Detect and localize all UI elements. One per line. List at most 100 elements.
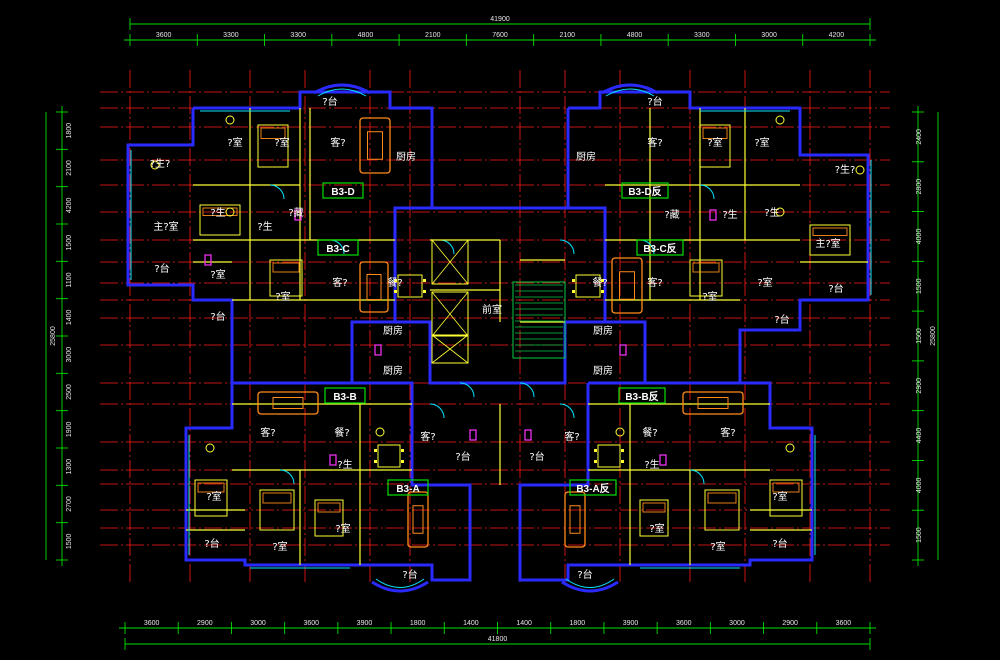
bed xyxy=(269,259,303,297)
room-label-balcony: ?台 xyxy=(647,95,662,108)
bed-pillow xyxy=(197,482,225,493)
sanitary-fixture xyxy=(150,160,160,170)
dimension-value: 2800 xyxy=(916,179,923,195)
dimension-value: 7600 xyxy=(492,32,508,39)
elevator-cross xyxy=(431,239,469,285)
dimension-value: 1800 xyxy=(410,620,426,627)
dimension-value: 1400 xyxy=(463,620,479,627)
unit-tag: B3-A xyxy=(396,484,419,495)
chair xyxy=(594,449,597,452)
unit-tag-box xyxy=(317,239,359,256)
unit-tag-box xyxy=(618,387,666,404)
bed-pillow xyxy=(260,127,286,139)
door-swing xyxy=(429,403,445,419)
room-label-balcony: ?台 xyxy=(455,450,470,463)
furniture-layer xyxy=(150,115,865,548)
dimension-value: 2100 xyxy=(66,160,73,176)
dimension-value: 2900 xyxy=(782,620,798,627)
chair xyxy=(394,290,397,293)
dimension-value: 1500 xyxy=(916,328,923,344)
door-swing xyxy=(279,469,295,485)
chair xyxy=(621,449,624,452)
room-label-balcony: ?台 xyxy=(154,262,169,275)
unit-tag: B3-B xyxy=(333,392,356,403)
sofa xyxy=(257,391,319,415)
bay-window-arc xyxy=(313,83,371,95)
room-label-kitchen: 厨房 xyxy=(593,324,613,337)
room-label-dining: 餐? xyxy=(642,426,657,439)
room-label-kitchen: 厨房 xyxy=(383,364,403,377)
unit-tag: B3-C xyxy=(326,244,349,255)
chair xyxy=(394,279,397,282)
door-swing xyxy=(269,184,285,200)
dimension-value: 3600 xyxy=(676,620,692,627)
room-label-bedroom: ?室 xyxy=(335,522,350,535)
room-label-kitchen: 厨房 xyxy=(383,324,403,337)
room-label-bath: ?生? xyxy=(835,163,856,176)
dimension-total: 41800 xyxy=(488,636,508,643)
bed xyxy=(257,124,289,168)
dimension-value: 3600 xyxy=(156,32,172,39)
chair xyxy=(374,449,377,452)
bay-window-arc xyxy=(601,83,659,95)
bed xyxy=(639,499,669,537)
room-label-storage: ?藏 xyxy=(288,207,303,219)
chair xyxy=(423,290,426,293)
dimension-value: 3600 xyxy=(836,620,852,627)
sanitary-fixture xyxy=(615,427,625,437)
sofa xyxy=(564,491,586,548)
exterior-wall xyxy=(184,381,472,582)
elevator-shaft xyxy=(431,239,469,285)
dimension-value: 1400 xyxy=(66,309,73,325)
room-label-living: 客? xyxy=(720,426,735,439)
door-swing xyxy=(699,184,715,200)
bed xyxy=(769,479,803,517)
room-label-bath-short: ?生 xyxy=(722,208,737,221)
dimension-value: 3300 xyxy=(290,32,306,39)
dimension-value: 4000 xyxy=(916,229,923,245)
elevator-cross xyxy=(431,334,469,364)
room-label-balcony: ?台 xyxy=(772,537,787,550)
dimension-value: 1500 xyxy=(66,533,73,549)
room-label-bedroom: ?室 xyxy=(707,136,722,149)
unit-tag-box xyxy=(621,182,669,199)
dimension-value: 2500 xyxy=(66,384,73,400)
sofa xyxy=(359,261,389,313)
dimension-value: 1300 xyxy=(66,459,73,475)
dimension-value: 1500 xyxy=(916,278,923,294)
accent-fixture xyxy=(524,429,532,441)
room-label-master-bedroom: 主?室 xyxy=(153,220,178,233)
room-label-bedroom: ?室 xyxy=(757,276,772,289)
dimension-value: 3600 xyxy=(144,620,160,627)
bay-window-glass xyxy=(605,88,655,97)
dimension-value: 4200 xyxy=(829,32,845,39)
room-label-bedroom: ?室 xyxy=(210,268,225,281)
dimension-total: 41900 xyxy=(490,16,510,23)
interior-partitions xyxy=(130,108,872,569)
door-swing xyxy=(559,403,575,419)
room-label-bedroom: ?室 xyxy=(710,540,725,553)
room-label-dining: 餐? xyxy=(592,276,607,289)
dimension-value: 2400 xyxy=(916,129,923,145)
door-swing xyxy=(519,382,535,398)
door-swing xyxy=(459,382,475,398)
room-label-kitchen: 厨房 xyxy=(396,150,416,163)
dimension-value: 1500 xyxy=(916,527,923,543)
bed xyxy=(809,224,851,256)
bed-pillow xyxy=(317,502,341,513)
room-label-living: 客? xyxy=(564,430,579,443)
dimension-value: 1100 xyxy=(66,272,73,287)
bay-window-glass xyxy=(317,88,367,97)
dimension-value: 1500 xyxy=(66,235,73,251)
room-label-bedroom: ?室 xyxy=(772,490,787,503)
sofa xyxy=(359,117,391,174)
door-swing xyxy=(689,469,705,485)
unit-tag: B3-A反 xyxy=(576,482,609,495)
bay-window-glass xyxy=(565,578,615,588)
sanitary-fixture xyxy=(375,427,385,437)
unit-tag: B3-D反 xyxy=(628,185,661,198)
accent-fixture xyxy=(329,454,337,466)
dining-table xyxy=(575,274,601,298)
dimension-value: 3000 xyxy=(66,347,73,363)
